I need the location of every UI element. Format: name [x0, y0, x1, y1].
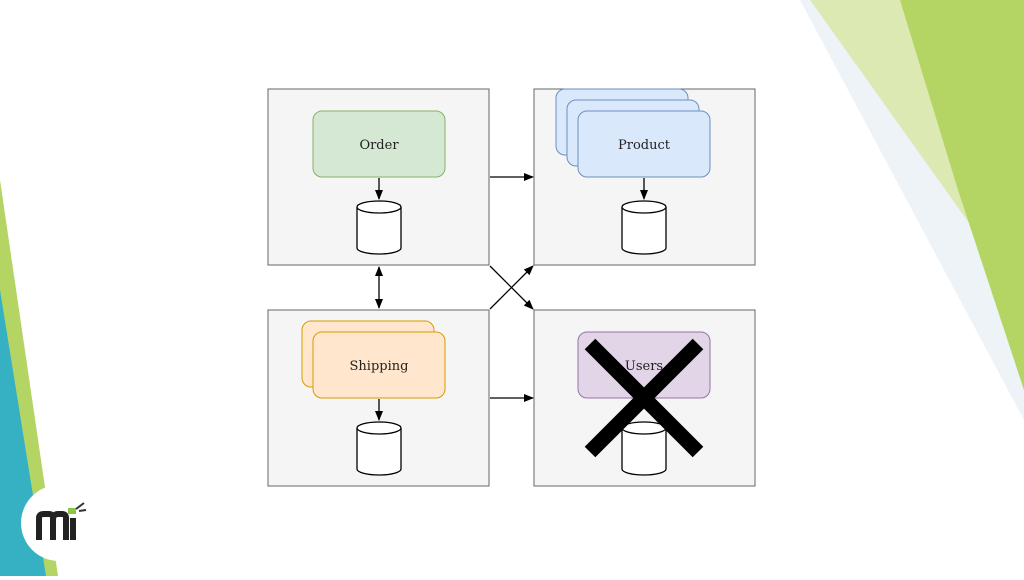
shipping-service-box: [312, 331, 446, 399]
users-database-icon: [621, 421, 667, 476]
users-crossed-out-x-icon: [584, 338, 704, 458]
order-database-icon: [356, 200, 402, 255]
logo: [21, 485, 97, 561]
green-band: [900, 0, 1024, 390]
product-database-icon: [621, 200, 667, 255]
mi-logo-icon: [36, 502, 87, 540]
order-service-box: [312, 110, 446, 178]
logo-badge: [21, 485, 97, 561]
product-service-box: [577, 110, 711, 178]
shipping-to-product-arrow: [489, 265, 534, 310]
shipping-database-icon: [356, 421, 402, 476]
shipping-service-label: Shipping: [350, 359, 409, 374]
product-service-label: Product: [618, 138, 671, 153]
theme-decoration-right: [800, 0, 1024, 420]
order-service-label: Order: [359, 138, 399, 153]
users-service-label: Users: [625, 359, 663, 374]
architecture-diagram: Order Product Shipping Users: [267, 88, 756, 487]
